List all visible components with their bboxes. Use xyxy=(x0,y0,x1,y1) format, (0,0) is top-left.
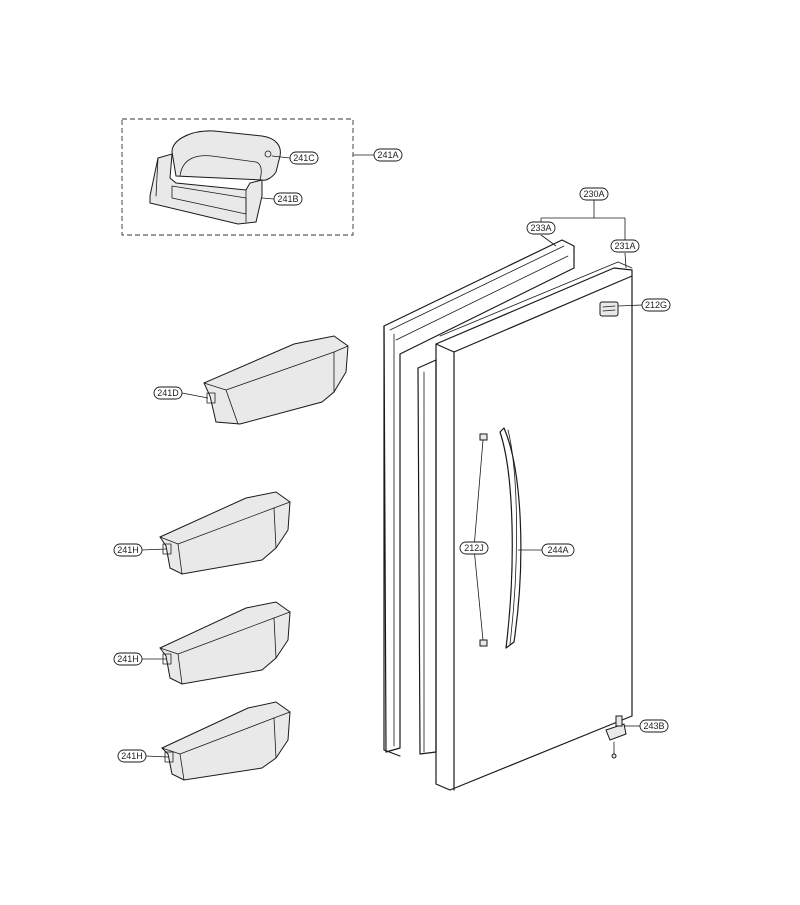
label-241d: 241D xyxy=(157,388,179,398)
label-244a: 244A xyxy=(547,545,568,555)
door-bin-241h-3-rim xyxy=(161,711,291,755)
callout-241c: 241C xyxy=(289,151,319,165)
door-bin-241h-3[interactable] xyxy=(161,701,291,781)
door-handle[interactable] xyxy=(499,427,522,649)
door-bin-241d-rim xyxy=(203,345,349,391)
callout-241b: 241B xyxy=(273,192,303,206)
label-241a: 241A xyxy=(377,150,398,160)
label-212j: 212J xyxy=(464,543,484,553)
callout-212j: 212J xyxy=(459,541,489,555)
label-231a: 231A xyxy=(614,241,635,251)
door-gasket[interactable] xyxy=(383,239,575,757)
handle-caps[interactable] xyxy=(473,433,488,647)
callout-243b: 243B xyxy=(639,719,669,733)
callout-212g: 212G xyxy=(641,298,671,312)
handle-cap-leader xyxy=(473,439,484,641)
label-233a: 233A xyxy=(530,223,551,233)
door-bin-241h-2-rim xyxy=(159,611,291,655)
door-bin-241h-1-body xyxy=(159,491,291,575)
label-212g: 212G xyxy=(645,300,667,310)
door-bin-241h-3-edges xyxy=(179,717,277,781)
callout-244a: 244A xyxy=(541,543,575,557)
callout-230a: 230A xyxy=(579,187,609,201)
label-241h-1: 241H xyxy=(117,545,139,555)
door-panel[interactable] xyxy=(435,261,633,791)
dairy-bin-cover xyxy=(171,130,281,181)
hinge-screw xyxy=(611,753,617,759)
callout-231a: 231A xyxy=(610,239,640,253)
inner-door-liner xyxy=(417,359,437,755)
callout-241d: 241D xyxy=(153,386,183,400)
group-box-241a xyxy=(121,118,354,236)
door-gasket-ridges xyxy=(389,245,569,747)
hinge-pin xyxy=(615,715,623,727)
door-panel-face xyxy=(435,267,633,791)
nameplate[interactable] xyxy=(599,301,619,317)
door-bin-241h-2[interactable] xyxy=(159,601,291,685)
label-241c: 241C xyxy=(293,153,315,163)
door-bin-241h-2-edges xyxy=(177,617,277,685)
callout-233a: 233A xyxy=(526,221,556,235)
label-241b: 241B xyxy=(277,194,298,204)
nameplate-badge xyxy=(599,301,619,317)
door-bin-241h-1[interactable] xyxy=(159,491,291,575)
callout-241a: 241A xyxy=(373,148,403,162)
lower-hinge[interactable] xyxy=(605,715,627,759)
dairy-bin-cover-knob xyxy=(264,150,272,158)
dairy-bin-assembly[interactable] xyxy=(149,130,281,225)
nameplate-lines xyxy=(602,305,616,312)
handle-bar xyxy=(499,427,522,649)
label-243b: 243B xyxy=(643,721,664,731)
door-bin-241h-3-body xyxy=(161,701,291,781)
door-bin-241h-2-body xyxy=(159,601,291,685)
dairy-bin-cover-curve xyxy=(179,155,262,181)
leader-lines xyxy=(141,154,643,758)
label-230a: 230A xyxy=(583,189,604,199)
inner-liner-edge xyxy=(417,359,437,755)
handle-cap-bottom xyxy=(479,639,488,647)
door-panel-top-lip xyxy=(439,261,633,337)
callout-241h-3: 241H xyxy=(117,749,147,763)
door-gasket-left-edge xyxy=(383,325,401,757)
door-bin-241h-1-edges xyxy=(177,507,277,575)
callout-241h-1: 241H xyxy=(113,543,143,557)
door-bin-241d[interactable] xyxy=(203,335,349,425)
door-gasket-outer xyxy=(383,239,575,753)
label-241h-2: 241H xyxy=(117,654,139,664)
handle-highlight xyxy=(507,429,517,645)
dairy-bin-edge xyxy=(155,157,159,197)
handle-cap-top xyxy=(479,433,488,441)
door-bin-241h-1-rim xyxy=(159,501,291,545)
label-241h-3: 241H xyxy=(121,751,143,761)
door-bin-241d-edges xyxy=(225,351,335,425)
callout-241h-2: 241H xyxy=(113,652,143,666)
door-bin-241d-body xyxy=(203,335,349,425)
